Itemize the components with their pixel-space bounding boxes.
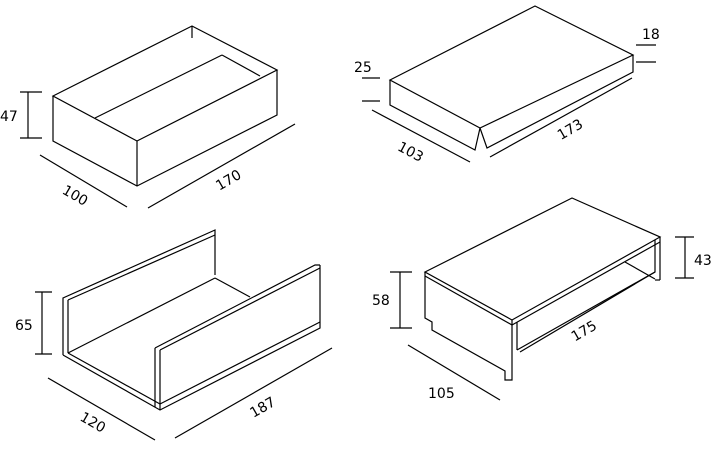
dim-label: 25 [354,60,372,76]
dimension-height: 65 [15,291,52,355]
open-box-drawing [51,25,279,187]
dimension-width: 105 [407,344,501,402]
dim-label: 103 [395,139,426,166]
dim-label: 18 [642,27,660,43]
dimension-thickness-right: 18 [636,27,660,63]
slab-drawing [388,5,635,151]
dim-label: 43 [694,253,712,269]
dim-label: 65 [15,318,33,334]
dimension-width: 100 [39,154,128,210]
table-drawing [423,197,662,381]
dim-label: 175 [569,318,600,345]
dim-label: 170 [213,167,244,194]
dim-label: 173 [555,116,586,143]
dimension-width: 120 [47,377,156,441]
dimension-height: 47 [0,91,42,139]
dim-label: 187 [247,394,278,421]
dimension-height-left: 58 [372,271,412,329]
dim-label: 105 [428,386,455,402]
u-channel-drawing [62,229,321,411]
dimension-width: 103 [371,109,471,166]
dimension-thickness-left: 25 [354,60,380,102]
dim-label: 100 [59,182,90,209]
dimension-length: 170 [147,123,296,209]
dimension-length: 175 [519,271,656,353]
dim-label: 58 [372,293,390,309]
dim-label: 120 [77,409,108,436]
dim-label: 47 [0,109,18,125]
dimension-height-right: 43 [675,236,712,279]
